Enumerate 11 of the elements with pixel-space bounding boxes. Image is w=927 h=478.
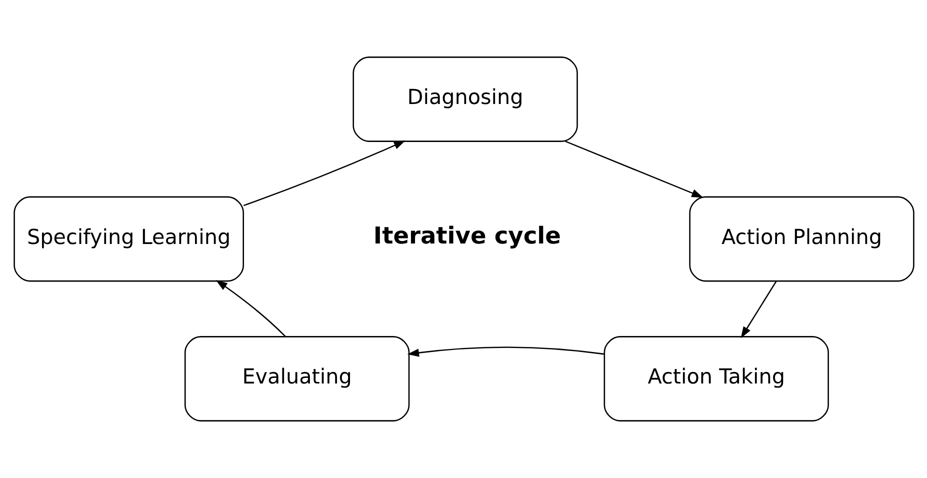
node-box: Action Taking (603, 336, 828, 422)
node-box: Evaluating (184, 336, 410, 422)
arrow (564, 140, 703, 198)
arrow (215, 280, 286, 338)
node-box: Action Planning (688, 196, 914, 282)
arrow (740, 280, 776, 338)
node-box: Diagnosing (352, 56, 578, 142)
arrow (242, 140, 406, 206)
arrow (406, 346, 604, 357)
label: Iterative cycle (372, 222, 560, 250)
node-box: Specifying Learning (13, 196, 244, 282)
